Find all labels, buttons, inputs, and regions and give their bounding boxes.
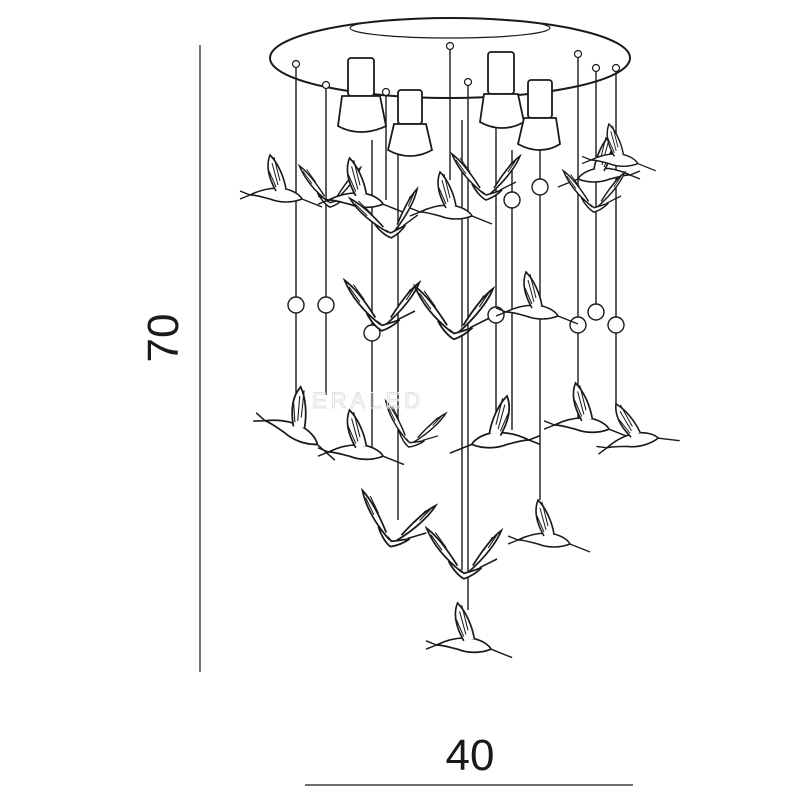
suspension-wires (295, 46, 617, 610)
wire-pins (291, 41, 621, 97)
hummingbirds (239, 123, 681, 659)
height-label: 70 (139, 314, 188, 363)
glass-beads (287, 178, 625, 342)
spotlight-4 (516, 79, 561, 151)
spotlights (337, 51, 561, 157)
spotlight-3 (479, 51, 526, 129)
height-dimension: 70 (139, 45, 201, 672)
width-label: 40 (446, 731, 495, 780)
spotlight-2 (386, 89, 434, 157)
width-dimension: 40 (305, 731, 633, 786)
spotlight-1 (337, 57, 388, 133)
watermark-text: ERALED (312, 388, 424, 413)
